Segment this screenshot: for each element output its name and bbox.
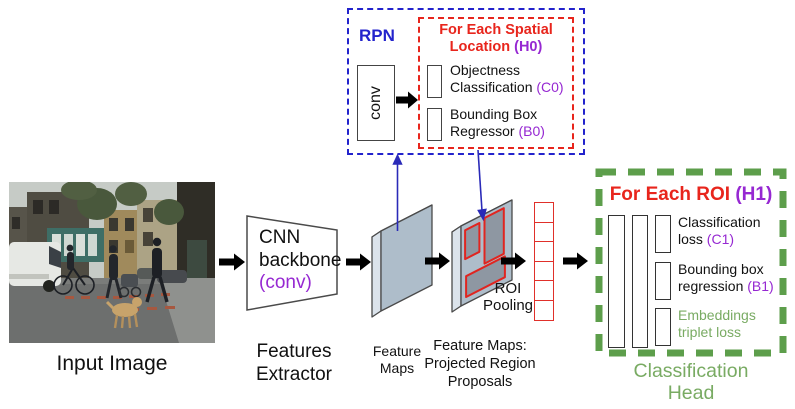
vector-cell [534, 241, 554, 262]
feature-map-1 [371, 204, 433, 318]
bbox-regression-box [655, 262, 671, 300]
vector-cell [534, 299, 554, 321]
embeddings-box [655, 308, 671, 346]
green-dashed-border [595, 168, 787, 357]
fc-layer-1 [608, 215, 625, 348]
for-each-roi-title: For Each ROI (H1) [609, 184, 773, 205]
rpn-box: RPN conv For Each Spatial Location (H0) … [347, 8, 585, 155]
bbox-regression-label: Bounding box regression (B1) [678, 261, 774, 294]
features-extractor-label: Features Extractor [255, 341, 333, 385]
classification-head-box: For Each ROI (H1) Classification loss (C… [595, 168, 787, 357]
feature-maps-projected-label: Feature Maps: Projected Region Proposals [424, 338, 536, 390]
rpn-conv-box: conv [357, 65, 395, 141]
vector-cell [534, 202, 554, 223]
cnn-backbone-shape [246, 215, 338, 311]
objectness-output-box [427, 65, 442, 98]
roi-pooling-label: ROI Pooling [482, 280, 534, 314]
vector-cell [534, 221, 554, 243]
classification-loss-label: Classification loss (C1) [678, 214, 761, 247]
cnn-backbone-label: CNN backbone (conv) [259, 227, 342, 293]
classification-head-caption: Classification Head [633, 360, 749, 404]
classification-loss-box [655, 215, 671, 253]
for-each-spatial-location-box: For Each Spatial Location (H0) Objectnes… [418, 17, 574, 149]
input-image-photo [9, 182, 215, 343]
feature-maps-label: Feature Maps [372, 343, 422, 376]
fm1-to-rpn-arrowhead [392, 153, 403, 165]
flow-arrow-vector-to-head [563, 252, 588, 270]
fc-layer-2 [632, 215, 648, 348]
flow-arrow-cnn-to-fm1 [346, 253, 371, 271]
spatial-location-title: For Each Spatial Location (H0) [439, 22, 553, 55]
vector-cell [534, 260, 554, 282]
bbox-regressor-label: Bounding Box Regressor (B0) [450, 106, 545, 139]
rpn-title: RPN [359, 26, 395, 45]
flow-arrow-input-to-cnn [219, 253, 245, 271]
roi-pooled-vector [534, 202, 554, 321]
bbox-regressor-output-box [427, 108, 442, 141]
input-image-label: Input Image [56, 352, 168, 375]
embeddings-triplet-loss-label: Embeddings triplet loss [678, 307, 756, 340]
vector-cell [534, 280, 554, 301]
rpn-conv-label: conv [366, 86, 384, 120]
region-proposal-boxes [464, 207, 506, 298]
objectness-label: Objectness Classification (C0) [450, 62, 564, 95]
